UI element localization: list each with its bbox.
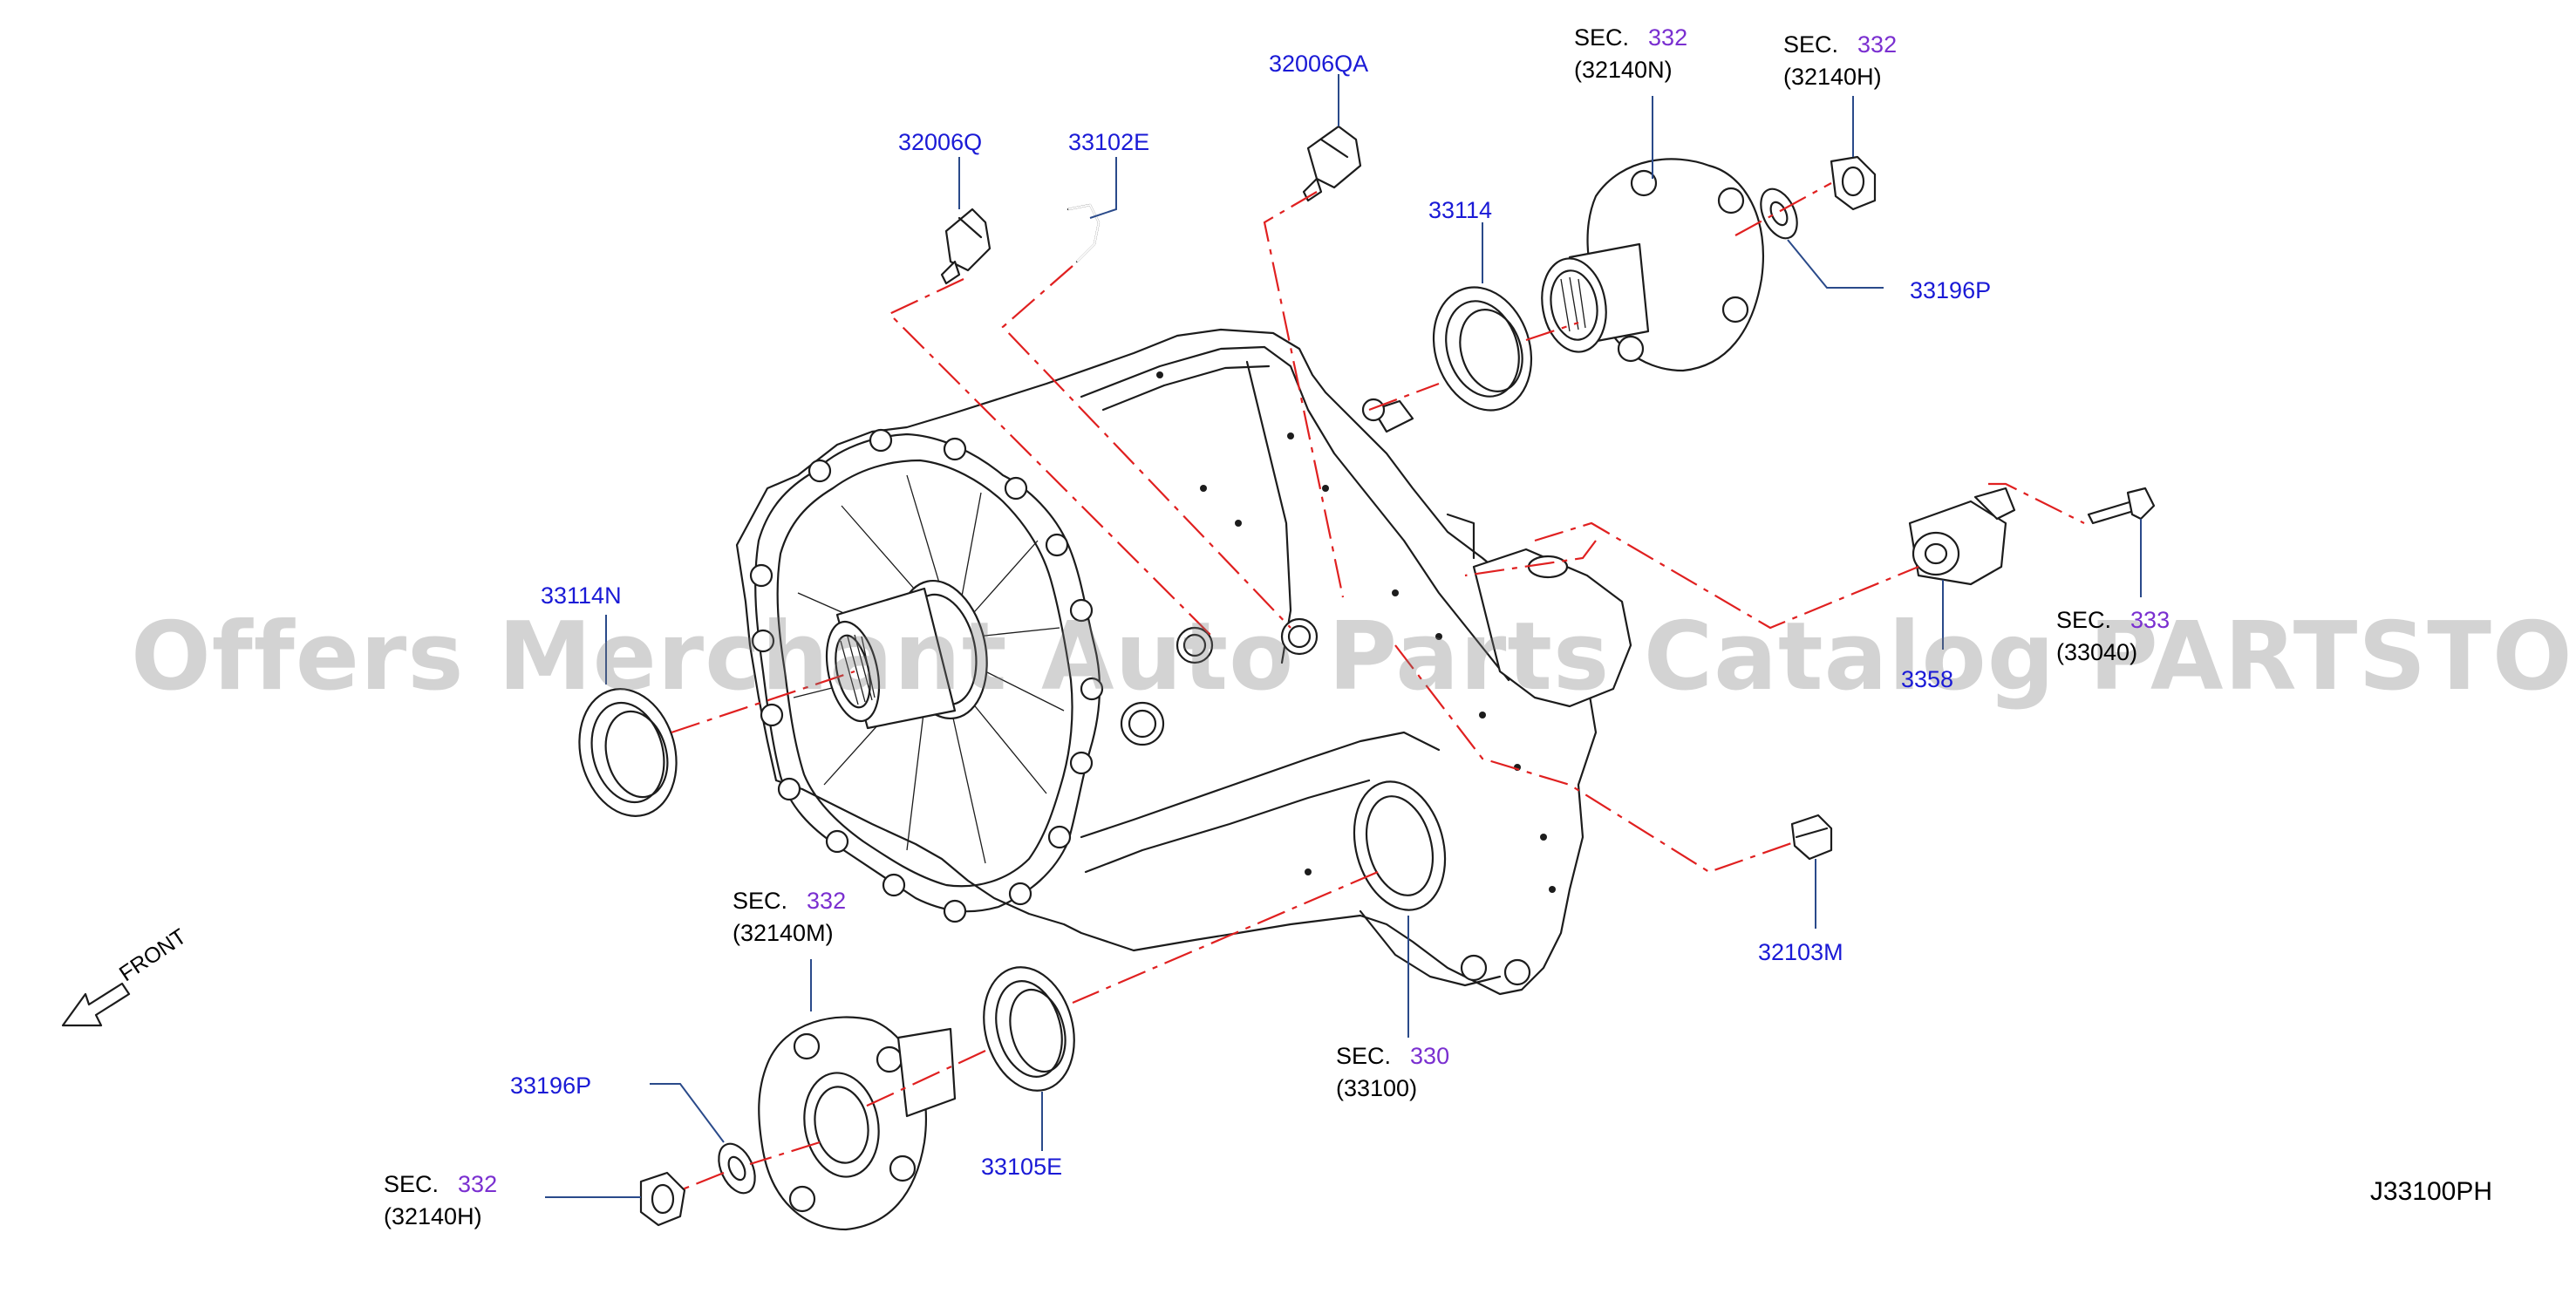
surface-details: [1156, 371, 1556, 893]
section-ref-332-32140H-top: SEC. 332 (32140H): [1783, 33, 1897, 89]
sec-prefix: SEC.: [384, 1171, 440, 1197]
sec-number-link[interactable]: 332: [458, 1171, 498, 1197]
sec-subcode: (32140N): [1574, 57, 1673, 83]
section-ref-332-32140M: SEC. 332 (32140M): [733, 889, 846, 945]
sec-prefix: SEC.: [1574, 24, 1630, 51]
bottom-lock-nut: [639, 1171, 686, 1227]
part-label-32103M[interactable]: 32103M: [1758, 939, 1843, 965]
sec-prefix: SEC.: [1336, 1043, 1392, 1069]
switch-32006Q: [940, 208, 992, 285]
oil-seal-33114N: [578, 688, 678, 817]
sec-number-link[interactable]: 333: [2130, 607, 2171, 633]
front-companion-flange: [1541, 158, 1765, 372]
section-ref-332-32140N: SEC. 332 (32140N): [1574, 26, 1687, 82]
part-label-33105E[interactable]: 33105E: [981, 1154, 1063, 1180]
part-label-32006QA[interactable]: 32006QA: [1269, 51, 1369, 77]
part-label-33114N[interactable]: 33114N: [541, 582, 622, 609]
bolt-sec333: [2087, 487, 2156, 525]
part-label-33196P-top[interactable]: 33196P: [1910, 277, 1992, 303]
watermark: Offers Merchant Auto Parts Catalog PARTS…: [131, 603, 2576, 712]
position-sensor: [1908, 487, 2016, 586]
sec-subcode: (33100): [1336, 1075, 1418, 1101]
sec-prefix: SEC.: [733, 888, 788, 914]
sec-subcode: (32140H): [1783, 64, 1882, 90]
sec-number-link[interactable]: 330: [1410, 1043, 1450, 1069]
sec-number-link[interactable]: 332: [807, 888, 847, 914]
transfer-case-housing: [735, 328, 1632, 996]
bottom-washer: [718, 1142, 756, 1195]
front-arrow-icon: [61, 982, 131, 1027]
part-label-33102E[interactable]: 33102E: [1068, 129, 1150, 155]
part-label-33196P-bottom[interactable]: 33196P: [510, 1073, 592, 1099]
oil-seal-33105E: [983, 966, 1075, 1092]
plug-32103M: [1790, 814, 1833, 861]
sec-subcode: (32140M): [733, 920, 834, 946]
oil-seal-33114: [1432, 286, 1533, 412]
section-ref-332-32140H-bottom: SEC. 332 (32140H): [384, 1173, 497, 1229]
rear-companion-flange: [758, 1016, 957, 1231]
actuator-housing: [1446, 513, 1632, 708]
drawing-reference: J33100PH: [2369, 1177, 2492, 1206]
sec-number-link[interactable]: 332: [1857, 31, 1898, 58]
leader-lines: [545, 74, 2142, 1198]
top-washer: [1760, 187, 1798, 240]
breather-tube-33102E: [1067, 203, 1101, 263]
part-label-32006Q[interactable]: 32006Q: [898, 129, 983, 155]
section-ref-330-33100: SEC. 330 (33100): [1336, 1045, 1449, 1100]
sec-subcode: (32140H): [384, 1203, 482, 1229]
section-ref-333-33040: SEC. 333 (33040): [2056, 609, 2170, 664]
rear-output-boss: [1353, 780, 1531, 987]
sec-number-link[interactable]: 332: [1648, 24, 1688, 51]
sec-prefix: SEC.: [2056, 607, 2112, 633]
part-label-33114[interactable]: 33114: [1428, 197, 1493, 223]
top-lock-nut: [1830, 155, 1877, 211]
sec-prefix: SEC.: [1783, 31, 1839, 58]
part-label-3358[interactable]: 3358: [1901, 666, 1954, 692]
sec-subcode: (33040): [2056, 639, 2138, 665]
input-shaft-bore: [825, 579, 988, 730]
assembly-centerlines: [671, 182, 2085, 1192]
switch-32006QA: [1302, 125, 1362, 202]
flange-bolt-bosses: [749, 428, 1104, 923]
